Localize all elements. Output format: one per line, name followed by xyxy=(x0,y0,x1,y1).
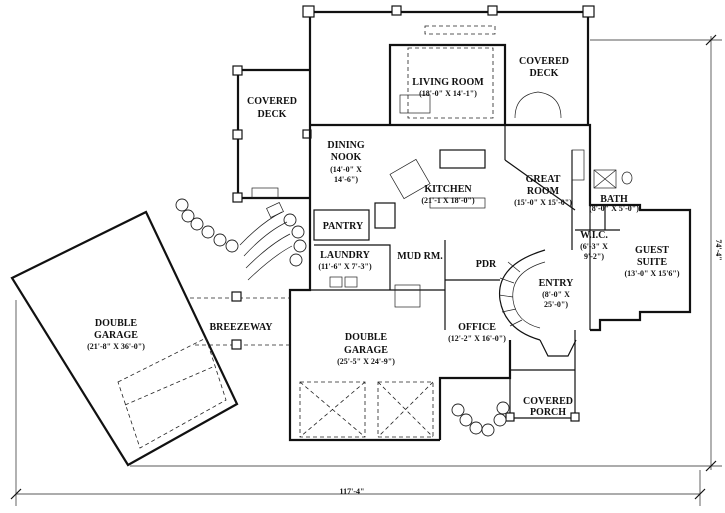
detached-garage-label-2: GARAGE xyxy=(94,330,138,341)
covered-deck-right-label-2: DECK xyxy=(530,68,559,79)
entry-label: ENTRY xyxy=(539,278,574,289)
living-room xyxy=(388,43,507,125)
wic-dims-1: (6'-3" X xyxy=(580,242,608,251)
mud-rm-label: MUD RM. xyxy=(397,251,443,262)
pdr-label: PDR xyxy=(476,259,497,270)
office-dims: (12'-2" X 16'-0") xyxy=(448,334,506,343)
bath-dims: (8'-0" X 5'-0") xyxy=(589,204,639,213)
office-walls xyxy=(438,279,576,440)
kitchen-dims: (21'-1 X 18'-0") xyxy=(421,196,475,205)
wic-dims-2: 9'-2") xyxy=(584,252,604,261)
main-garage-dims: (25'-5" X 24'-9") xyxy=(337,357,395,366)
stone-steps xyxy=(239,202,293,281)
dining-nook-dims-2: 14'-6") xyxy=(334,175,358,184)
deck-bay-window xyxy=(514,91,562,119)
dimension-lines xyxy=(10,34,722,506)
living-room-label: LIVING ROOM xyxy=(412,77,484,88)
office-label: OFFICE xyxy=(458,322,496,333)
front-bay xyxy=(539,339,577,357)
detached-garage-dims: (21'-8" X 36'-0") xyxy=(87,342,145,351)
detached-garage xyxy=(10,210,239,467)
covered-deck-left-label-1: COVERED xyxy=(247,96,297,107)
guest-suite-label-1: GUEST xyxy=(635,245,669,256)
rear-deck-structure xyxy=(302,5,595,125)
pantry-label: PANTRY xyxy=(323,221,364,232)
great-room-label-1: GREAT xyxy=(526,174,561,185)
main-garage-label-1: DOUBLE xyxy=(345,332,388,343)
dining-nook-dims-1: (14'-0" X xyxy=(330,165,362,174)
landscape-shrubs xyxy=(175,198,510,437)
left-deck-structure xyxy=(232,65,312,203)
breezeway xyxy=(190,291,290,350)
main-garage-doors xyxy=(299,381,434,438)
dining-nook-label-2: NOOK xyxy=(331,152,362,163)
living-room-dims: (18'-0" X 14'-1") xyxy=(419,89,477,98)
curved-stair xyxy=(498,249,546,341)
dining-nook-label-1: DINING xyxy=(327,140,364,151)
service-walls xyxy=(310,202,446,330)
detached-garage-label-1: DOUBLE xyxy=(95,318,138,329)
kitchen-island xyxy=(389,149,486,209)
great-room-dims: (15'-0" X 15'-0") xyxy=(514,198,572,207)
covered-porch-label-2: PORCH xyxy=(530,407,566,418)
fireplace xyxy=(571,149,585,181)
main-garage-label-2: GARAGE xyxy=(344,345,388,356)
entry-dims-1: (8'-0" X xyxy=(542,290,570,299)
wic-label: W.I.C. xyxy=(580,230,608,241)
entry-dims-2: 25'-0") xyxy=(544,300,568,309)
covered-deck-left-label-2: DECK xyxy=(258,109,287,120)
kitchen-label: KITCHEN xyxy=(424,184,472,195)
covered-deck-right-label-1: COVERED xyxy=(519,56,569,67)
bath-fixtures xyxy=(593,169,633,189)
great-room-label-2: ROOM xyxy=(527,186,560,197)
guest-suite-dims: (13'-0" X 15'6") xyxy=(624,269,679,278)
breezeway-label: BREEZEWAY xyxy=(210,322,274,333)
covered-porch-walls xyxy=(505,370,580,422)
covered-porch-label-1: COVERED xyxy=(523,396,573,407)
overall-depth-label: 74'-4" xyxy=(714,239,723,260)
laundry-dims: (11'-6" X 7'-3") xyxy=(318,262,372,271)
bath-label: BATH xyxy=(600,194,628,205)
guest-suite-label-2: SUITE xyxy=(637,257,667,268)
overall-width-label: 117'-4" xyxy=(340,487,365,496)
laundry-label: LAUNDRY xyxy=(320,250,370,261)
